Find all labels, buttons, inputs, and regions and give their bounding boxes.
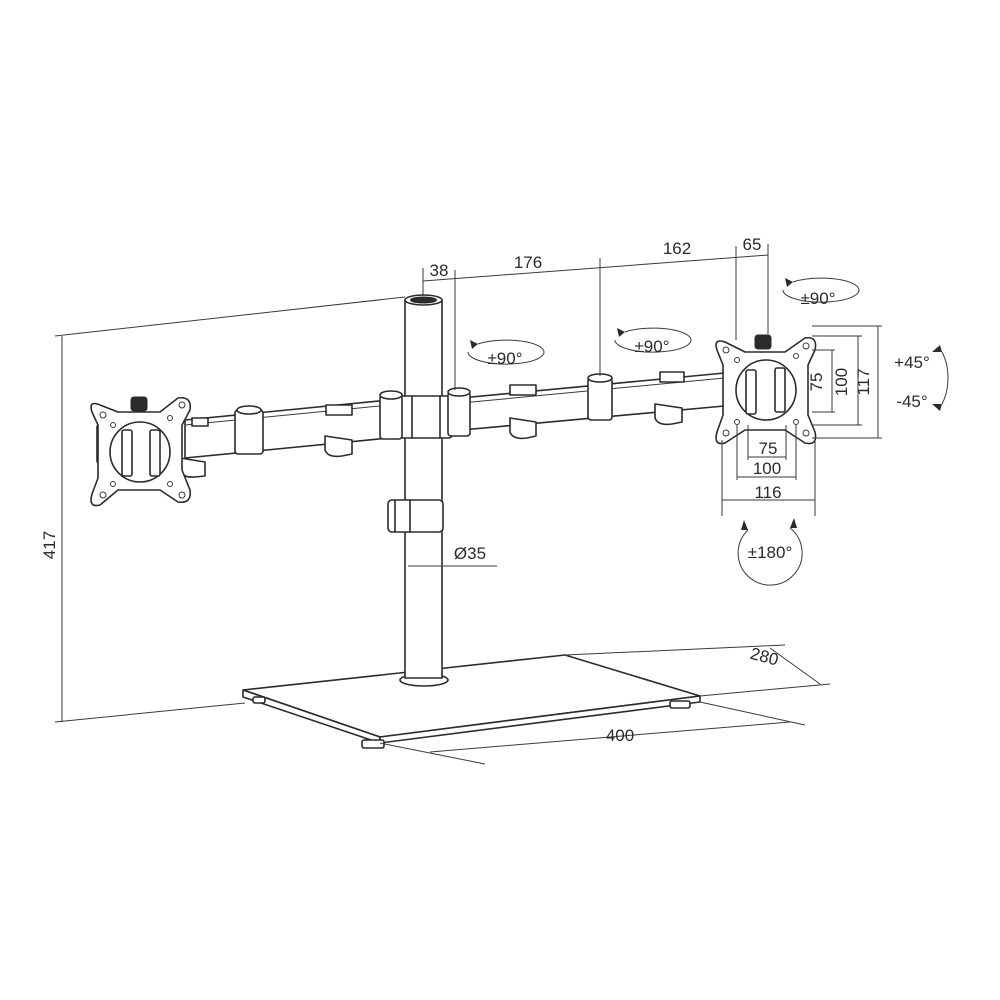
arm-assembly (179, 371, 736, 478)
vesa-h-75-label: 75 (759, 439, 778, 458)
arm-inner-label: 176 (514, 253, 542, 272)
right-vesa-plate (715, 334, 817, 445)
tilt-up-label: +45° (894, 353, 930, 372)
vesa-h-100-label: 100 (753, 459, 781, 478)
dimension-labels: 417 38 176 162 65 Ø35 280 400 75 100 116… (40, 235, 873, 745)
vesa-v-75-label: 75 (807, 373, 826, 392)
plate-width-label: 116 (754, 483, 781, 502)
rotation-labels: ±90° ±90° ±90° +45° -45° ±180° (487, 289, 929, 562)
pole-offset-label: 38 (430, 261, 449, 280)
plate-height-label: 117 (854, 368, 873, 395)
rotation-180-label: ±180° (748, 543, 793, 562)
tilt-down-label: -45° (896, 392, 927, 411)
arm-joint-left-rotation-label: ±90° (487, 349, 522, 368)
left-vesa-plate (90, 396, 192, 507)
pole-diameter-label: Ø35 (454, 544, 486, 563)
base-plate (242, 654, 701, 749)
height-label: 417 (40, 531, 59, 559)
head-depth-label: 65 (743, 235, 762, 254)
head-swivel-rotation-label: ±90° (800, 289, 835, 308)
rotation-arrows (467, 277, 949, 586)
base-width-label: 400 (606, 726, 634, 745)
base-depth-label: 280 (748, 644, 780, 670)
vesa-v-100-label: 100 (832, 368, 851, 396)
dimension-lines (54, 244, 882, 765)
pole (387, 294, 449, 687)
arm-outer-label: 162 (663, 239, 691, 258)
arm-joint-right-rotation-label: ±90° (634, 337, 669, 356)
